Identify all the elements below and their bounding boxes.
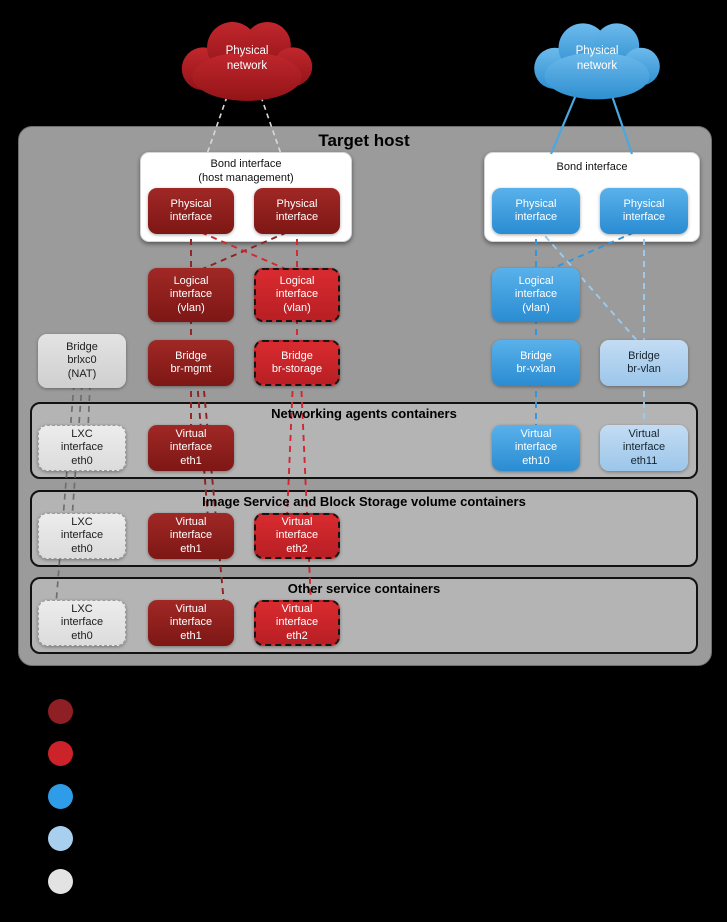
bridge-br-storage: Bridge br-storage xyxy=(254,340,340,386)
section-title-other-services: Other service containers xyxy=(287,581,441,596)
section-image-block-storage xyxy=(30,490,698,567)
section-networking-agents xyxy=(30,402,698,479)
section-title-networking-agents: Networking agents containers xyxy=(271,406,457,421)
virtual-interface-eth1-s2: Virtual interface eth1 xyxy=(148,513,234,559)
bond-left-title-line2: (host management) xyxy=(198,172,294,185)
target-host-title: Target host xyxy=(318,131,410,150)
legend-swatch-lightblue xyxy=(48,826,73,851)
section-title-image-block-storage: Image Service and Block Storage volume c… xyxy=(202,494,526,509)
legend-swatch-darkred xyxy=(48,699,73,724)
virtual-interface-eth11-s1: Virtual interface eth11 xyxy=(600,425,688,471)
logical-interface-overlay: Logical interface (vlan) xyxy=(492,268,580,322)
bridge-br-vlan: Bridge br-vlan xyxy=(600,340,688,386)
legend-swatch-gray xyxy=(48,869,73,894)
cloud-shape-blue xyxy=(534,23,660,100)
physical-interface-bond-left-1: Physical interface xyxy=(148,188,234,234)
legend-swatch-blue xyxy=(48,784,73,809)
lxc-interface-eth0-s3: LXC interface eth0 xyxy=(38,600,126,646)
cloud-label: Physical network xyxy=(575,45,619,72)
physical-interface-bond-right-2: Physical interface xyxy=(600,188,688,234)
cloud-shape-red xyxy=(181,22,313,101)
bond-right-title: Bond interface xyxy=(556,161,628,173)
virtual-interface-eth2-s3: Virtual interface eth2 xyxy=(254,600,340,646)
physical-network-cloud-left: Physical network xyxy=(174,12,320,106)
virtual-interface-eth1-s1: Virtual interface eth1 xyxy=(148,425,234,471)
physical-network-cloud-right: Physical network xyxy=(526,14,668,104)
physical-interface-bond-left-2: Physical interface xyxy=(254,188,340,234)
cloud-label: Physical network xyxy=(225,45,269,72)
logical-interface-storage: Logical interface (vlan) xyxy=(254,268,340,322)
lxc-interface-eth0-s1: LXC interface eth0 xyxy=(38,425,126,471)
bridge-br-mgmt: Bridge br-mgmt xyxy=(148,340,234,386)
logical-interface-mgmt: Logical interface (vlan) xyxy=(148,268,234,322)
physical-interface-bond-right-1: Physical interface xyxy=(492,188,580,234)
bond-left-title: Bond interface (host management) xyxy=(140,157,352,186)
virtual-interface-eth10-s1: Virtual interface eth10 xyxy=(492,425,580,471)
bridge-brlxc0: Bridge brlxc0 (NAT) xyxy=(38,334,126,388)
legend-swatch-red xyxy=(48,741,73,766)
lxc-interface-eth0-s2: LXC interface eth0 xyxy=(38,513,126,559)
virtual-interface-eth1-s3: Virtual interface eth1 xyxy=(148,600,234,646)
virtual-interface-eth2-s2: Virtual interface eth2 xyxy=(254,513,340,559)
section-other-services xyxy=(30,577,698,654)
bond-left-title-line1: Bond interface xyxy=(210,158,282,170)
bridge-br-vxlan: Bridge br-vxlan xyxy=(492,340,580,386)
